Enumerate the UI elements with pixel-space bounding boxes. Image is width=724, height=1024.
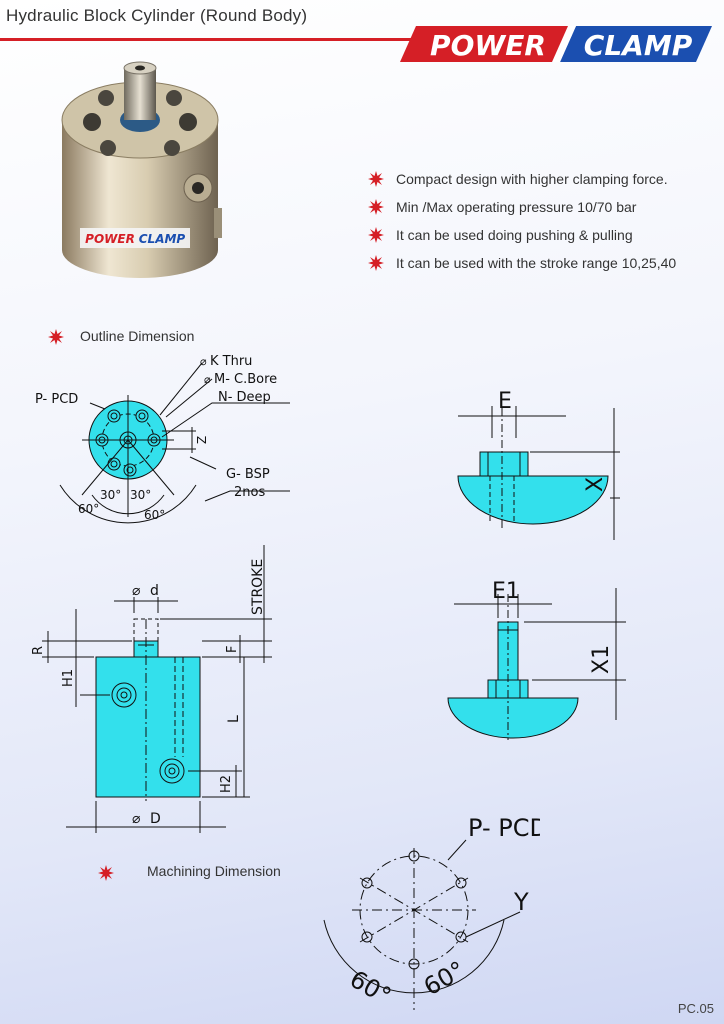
x-label: X — [583, 477, 608, 492]
machining-drawing: P- PCD Y 60° 60° — [323, 814, 540, 1011]
logo-blue-panel — [560, 26, 712, 62]
d-big-label: D — [150, 811, 161, 827]
n-deep-label: N- Deep — [218, 390, 271, 405]
machining-angle-60a-label: 60° — [345, 965, 396, 1011]
photo-label-1: POWER — [85, 232, 135, 246]
angle-30a-label: 30° — [100, 488, 121, 502]
feature-list: Compact design with higher clamping forc… — [368, 168, 718, 280]
feature-text: Compact design with higher clamping forc… — [396, 171, 668, 187]
m-cbore-label: M- C.Bore — [214, 372, 277, 387]
feature-item: It can be used doing pushing & pulling — [368, 224, 718, 252]
red-star-icon — [368, 199, 384, 215]
outline-dimension-heading: Outline Dimension — [80, 328, 195, 344]
angle-60a-label: 60° — [78, 502, 99, 516]
feature-item: Min /Max operating pressure 10/70 bar — [368, 196, 718, 224]
z-label: Z — [195, 436, 209, 444]
photo-label-2: CLAMP — [139, 232, 186, 246]
stroke-label: STROKE — [250, 559, 266, 615]
svg-text:⌀: ⌀ — [200, 355, 207, 368]
logo-word-1: POWER — [430, 29, 546, 62]
feature-text: It can be used doing pushing & pulling — [396, 227, 633, 243]
top-view-drawing: P- PCD ⌀ K Thru ⌀ M- C.Bore N- Deep Z G-… — [35, 354, 290, 524]
d-small-label: d — [150, 583, 159, 599]
l-label: L — [226, 715, 242, 723]
page-title: Hydraulic Block Cylinder (Round Body) — [6, 6, 308, 25]
brand-logo: POWER CLAMP — [400, 26, 712, 62]
page-number: PC.05 — [677, 1001, 714, 1016]
feature-item: It can be used with the stroke range 10,… — [368, 252, 718, 280]
p-pcd-label: P- PCD — [35, 392, 78, 407]
red-star-icon — [368, 171, 384, 187]
h1-label: H1 — [61, 669, 76, 687]
angle-30b-label: 30° — [130, 488, 151, 502]
g-bsp-label: G- BSP — [226, 467, 270, 482]
detail-e1-x1-drawing: E1 X1 — [447, 579, 626, 740]
r-label: R — [31, 646, 46, 655]
product-photo: POWER CLAMP — [61, 61, 222, 278]
e-label: E — [498, 389, 512, 414]
machining-p-pcd-label: P- PCD — [468, 814, 540, 842]
svg-text:⌀: ⌀ — [132, 583, 141, 599]
logo-word-2: CLAMP — [584, 29, 693, 62]
feature-text: It can be used with the stroke range 10,… — [396, 255, 677, 271]
red-star-icon — [48, 329, 64, 345]
two-nos-label: 2nos — [234, 485, 265, 500]
header-rule — [0, 38, 520, 41]
x1-label: X1 — [589, 645, 614, 674]
feature-text: Min /Max operating pressure 10/70 bar — [396, 199, 637, 215]
angle-60b-label: 60° — [144, 508, 165, 522]
machining-dimension-heading: Machining Dimension — [147, 863, 281, 879]
logo-red-panel — [400, 26, 570, 62]
e1-label: E1 — [492, 579, 520, 604]
machining-angle-60b-label: 60° — [419, 956, 470, 1002]
f-label: F — [225, 646, 240, 653]
red-star-icon — [368, 227, 384, 243]
y-label: Y — [513, 888, 529, 916]
red-star-icon — [368, 255, 384, 271]
feature-item: Compact design with higher clamping forc… — [368, 168, 718, 196]
k-thru-label: K Thru — [210, 354, 252, 369]
detail-e-x-drawing: E X — [457, 389, 620, 540]
svg-text:⌀: ⌀ — [132, 811, 141, 827]
h2-label: H2 — [219, 775, 234, 793]
svg-text:⌀: ⌀ — [204, 373, 211, 386]
red-star-icon — [98, 865, 114, 881]
side-view-drawing: ⌀ d STROKE R F H1 L H2 ⌀ D — [31, 545, 272, 833]
